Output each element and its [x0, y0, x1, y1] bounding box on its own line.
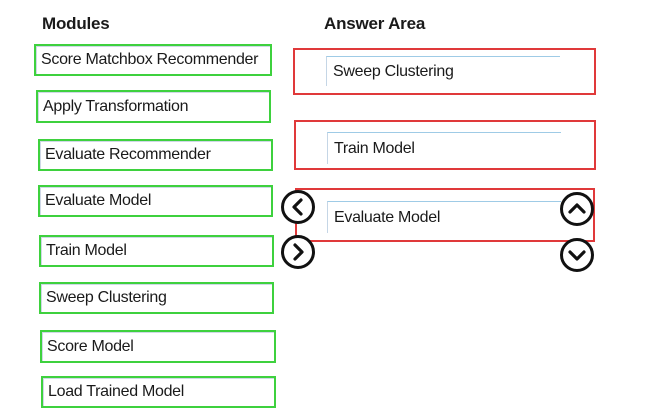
- module-label: Evaluate Model: [45, 192, 152, 209]
- answer-item-evaluate-model[interactable]: Evaluate Model: [327, 201, 561, 233]
- answer-item-label: Sweep Clustering: [333, 62, 454, 80]
- modules-heading: Modules: [42, 14, 110, 33]
- module-label: Score Model: [47, 337, 134, 355]
- chevron-left-icon: [292, 198, 303, 216]
- module-score-matchbox-recommender[interactable]: Score Matchbox Recommender: [34, 44, 272, 76]
- answer-item-train-model[interactable]: Train Model: [327, 132, 561, 164]
- chevron-up-icon: [568, 203, 586, 214]
- module-label: Load Trained Model: [48, 383, 185, 400]
- module-train-model[interactable]: Train Model: [39, 235, 274, 267]
- module-label: Evaluate Recommender: [45, 146, 211, 163]
- move-right-button[interactable]: [281, 235, 315, 269]
- chevron-down-icon: [568, 250, 586, 261]
- answer-item-label: Evaluate Model: [334, 208, 441, 226]
- answer-slot-1[interactable]: [293, 48, 596, 95]
- module-label: Train Model: [46, 242, 127, 259]
- module-sweep-clustering[interactable]: Sweep Clustering: [39, 282, 274, 314]
- module-label: Score Matchbox Recommender: [41, 51, 259, 68]
- answer-area-heading: Answer Area: [324, 14, 426, 33]
- module-apply-transformation[interactable]: Apply Transformation: [36, 90, 271, 123]
- move-left-button[interactable]: [281, 190, 315, 224]
- chevron-right-icon: [293, 243, 304, 261]
- answer-slot-2[interactable]: [294, 120, 596, 170]
- module-score-model[interactable]: Score Model: [40, 330, 276, 363]
- move-down-button[interactable]: [560, 238, 594, 272]
- module-load-trained-model[interactable]: Load Trained Model: [41, 376, 276, 408]
- module-evaluate-recommender[interactable]: Evaluate Recommender: [38, 139, 273, 171]
- move-up-button[interactable]: [560, 192, 594, 226]
- module-label: Sweep Clustering: [46, 289, 167, 306]
- answer-item-label: Train Model: [334, 139, 415, 157]
- module-evaluate-model[interactable]: Evaluate Model: [38, 185, 273, 217]
- module-label: Apply Transformation: [43, 97, 189, 115]
- answer-item-sweep-clustering[interactable]: Sweep Clustering: [326, 56, 560, 86]
